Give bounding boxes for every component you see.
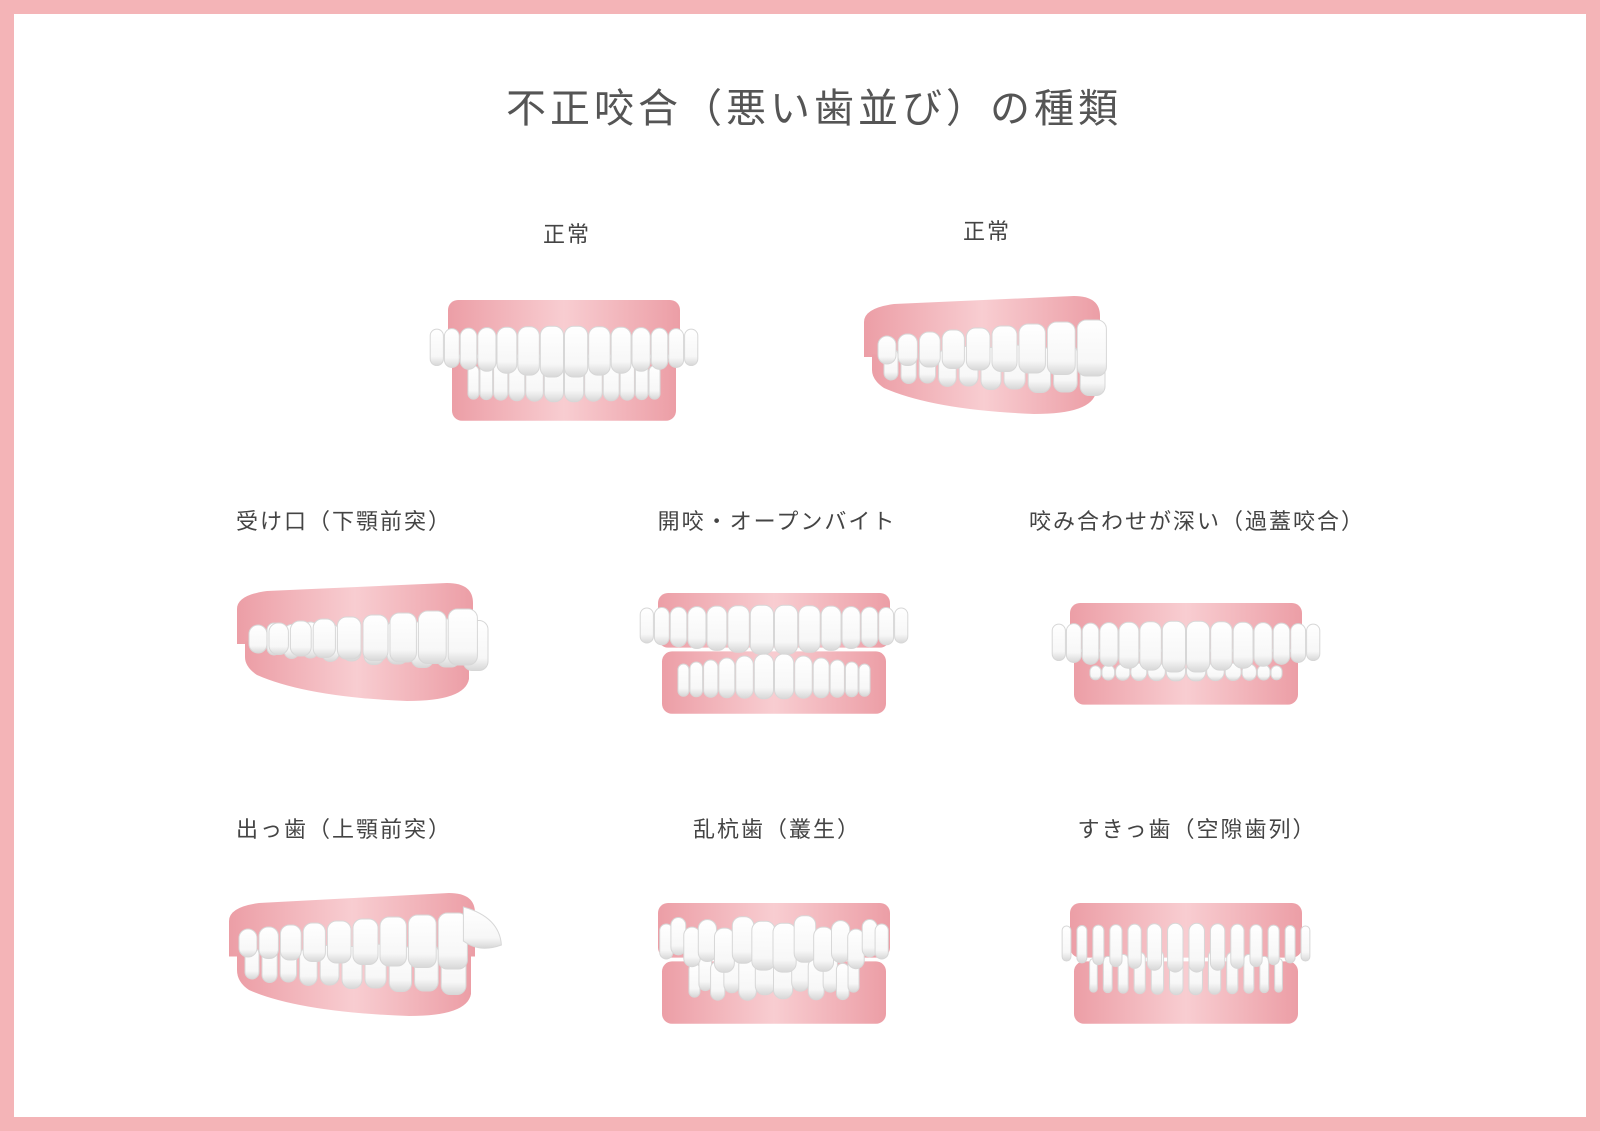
overjet-teeth-illustration <box>229 893 502 1016</box>
caption-crowded: 乱杭歯（叢生） <box>692 818 861 843</box>
caption-normal-side: 正常 <box>962 220 1011 245</box>
deepbite-teeth-illustration <box>1051 603 1321 705</box>
caption-normal-front: 正常 <box>542 223 591 248</box>
caption-underbite: 受け口（下顎前突） <box>235 510 452 535</box>
caption-deepbite: 咬み合わせが深い（過蓋咬合） <box>1028 510 1365 535</box>
normal-front-teeth-illustration <box>429 300 699 421</box>
underbite-teeth-illustration <box>237 583 489 701</box>
caption-spacing: すきっ歯（空隙歯列） <box>1077 818 1317 843</box>
crowded-teeth-illustration <box>658 903 890 1024</box>
page-title: 不正咬合（悪い歯並び）の種類 <box>506 86 1122 132</box>
openbite-teeth-illustration <box>639 593 909 714</box>
spacing-teeth-illustration <box>1061 903 1311 1024</box>
caption-openbite: 開咬・オープンバイト <box>657 510 897 535</box>
normal-side-teeth-illustration <box>864 296 1107 414</box>
caption-overjet: 出っ歯（上顎前突） <box>235 818 452 843</box>
